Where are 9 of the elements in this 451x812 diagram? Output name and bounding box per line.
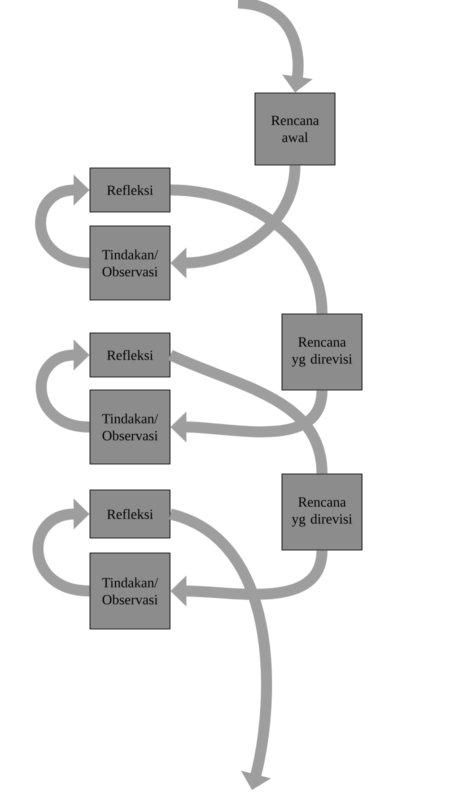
process-box: Tindakan/ Observasi <box>90 226 170 300</box>
process-box: Rencana yg direvisi <box>282 474 362 550</box>
process-box: Tindakan/ Observasi <box>90 552 170 630</box>
process-box: Rencana awal <box>254 92 336 166</box>
process-box: Refleksi <box>90 168 170 212</box>
process-box: Refleksi <box>90 332 170 378</box>
process-box: Rencana yg direvisi <box>282 314 362 390</box>
process-box: Refleksi <box>90 490 170 538</box>
process-box: Tindakan/ Observasi <box>90 390 170 464</box>
